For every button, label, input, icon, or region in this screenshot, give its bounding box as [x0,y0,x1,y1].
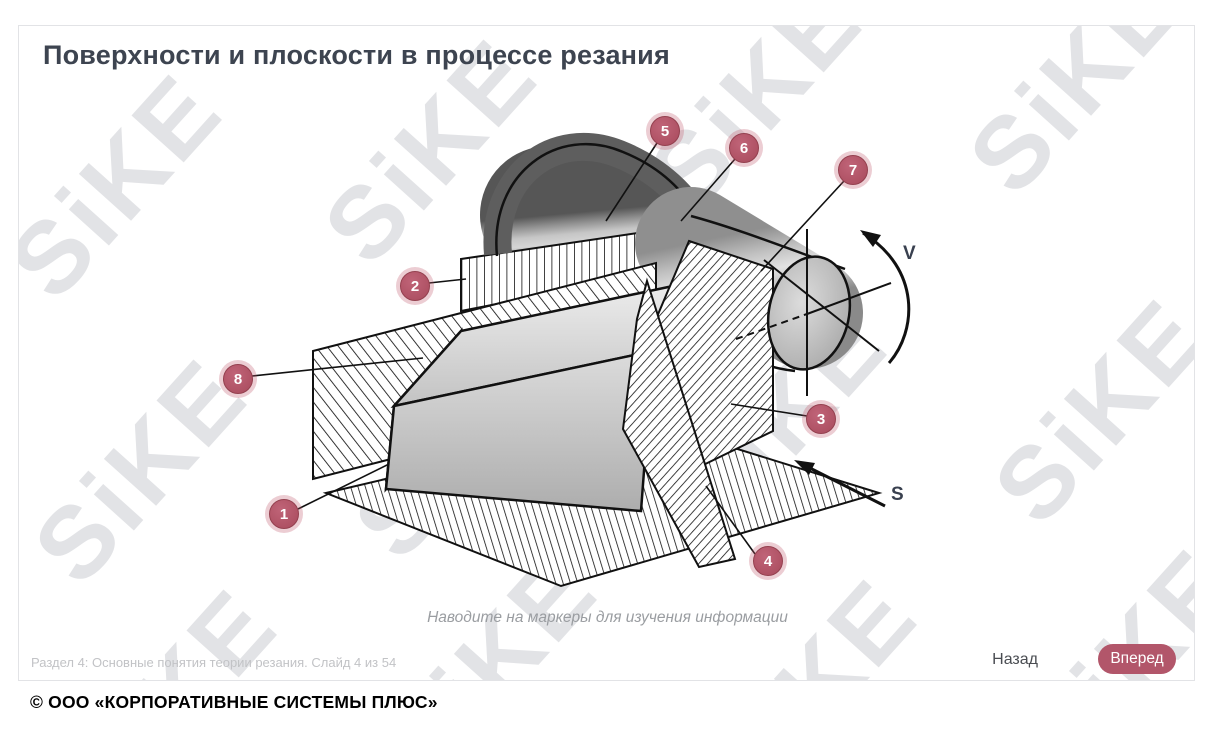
marker-leaders [251,142,845,555]
marker-4[interactable]: 4 [749,542,787,580]
marker-8[interactable]: 8 [219,360,257,398]
marker-3[interactable]: 3 [802,400,840,438]
marker-3-label: 3 [817,411,825,428]
marker-5-label: 5 [661,123,669,140]
rotation-speed-label: V [903,243,916,264]
plane-vertical-blade [621,277,737,569]
copyright-text: © ООО «КОРПОРАТИВНЫЕ СИСТЕМЫ ПЛЮС» [30,692,438,712]
feed-arrow-s: S [794,460,904,508]
marker-1-label: 1 [280,506,288,523]
marker-5[interactable]: 5 [646,112,684,150]
marker-6-label: 6 [740,140,748,157]
cutting-tool [384,273,724,513]
marker-7-label: 7 [849,162,857,179]
marker-8-label: 8 [234,371,242,388]
marker-4-label: 4 [764,553,773,570]
rotation-arrow-v: V [860,230,916,364]
page-title: Поверхности и плоскости в процессе резан… [43,40,670,70]
marker-2[interactable]: 2 [396,267,434,305]
back-button[interactable]: Назад [986,650,1044,670]
workpiece-end-face [735,229,892,396]
marker-1[interactable]: 1 [265,495,303,533]
marker-7[interactable]: 7 [834,151,872,189]
forward-button[interactable]: Вперед [1098,644,1176,674]
feed-label: S [891,484,904,505]
marker-2-label: 2 [411,278,419,295]
slide-progress-status: Раздел 4: Основные понятия теории резани… [31,655,397,670]
slide-card: SiKE SiKE SiKE SiKE SiKE SiKE SiKE SiKE … [18,25,1195,681]
cutting-process-diagram: V S 1 [219,112,916,588]
marker-6[interactable]: 6 [725,129,763,167]
hover-hint: Наводите на маркеры для изучения информа… [427,609,788,626]
